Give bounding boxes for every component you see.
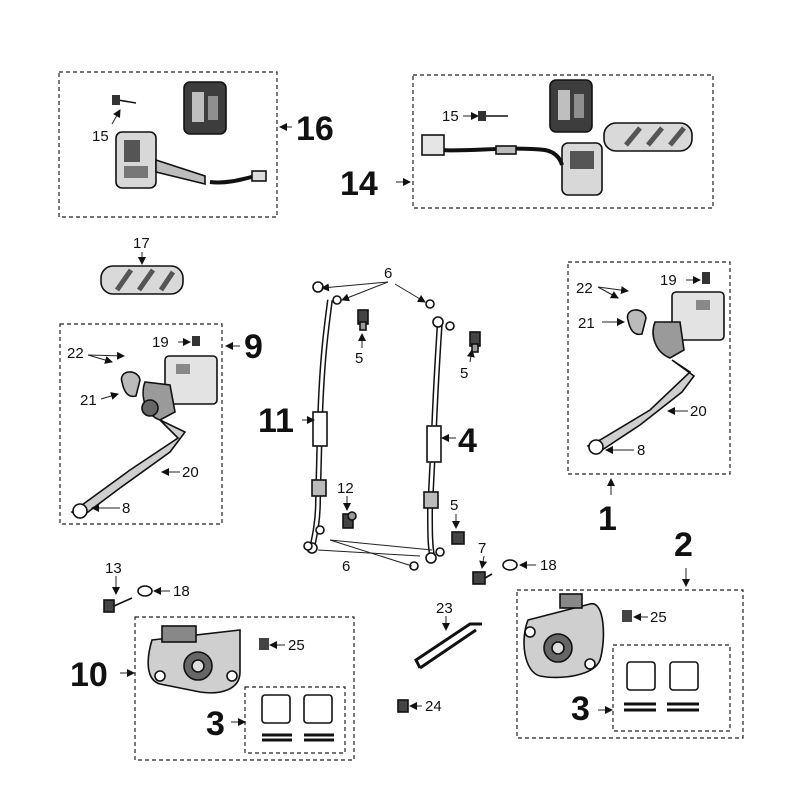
callout-5-c: 5 <box>450 497 458 514</box>
callout-12: 12 <box>337 480 354 497</box>
spring-clip-23-part <box>414 622 482 670</box>
washer-18-left <box>137 585 153 597</box>
callout-3-left: 3 <box>206 705 225 743</box>
group-box-2 <box>516 589 744 739</box>
group-box-16 <box>58 71 278 218</box>
callout-25-left: 25 <box>288 637 305 654</box>
callout-19-left: 19 <box>152 334 169 351</box>
callout-6-top: 6 <box>384 265 392 282</box>
master-cylinder-1-part <box>586 291 725 456</box>
callout-17: 17 <box>133 235 150 252</box>
banjo-bolt-5-b <box>469 331 481 353</box>
callout-18-left: 18 <box>173 583 190 600</box>
brake-pads-3-right <box>624 661 699 712</box>
callout-2: 2 <box>674 526 693 564</box>
brake-hose-4-part <box>423 316 444 564</box>
callout-22-right: 22 <box>576 280 593 297</box>
callout-3-right: 3 <box>571 690 590 728</box>
washer-6-top <box>332 295 455 331</box>
washer-6-bottom <box>303 525 445 571</box>
callout-9: 9 <box>244 328 263 366</box>
screw-24-part <box>397 699 409 713</box>
callout-14: 14 <box>340 165 378 203</box>
callout-8-right: 8 <box>637 442 645 459</box>
bleed-screw-25-right <box>622 610 632 622</box>
group-box-9 <box>59 323 223 525</box>
group-box-1 <box>567 261 731 475</box>
banjo-bolt-5-a <box>357 309 369 331</box>
callout-16: 16 <box>296 110 334 148</box>
callout-21-right: 21 <box>578 315 595 332</box>
callout-18-right: 18 <box>540 557 557 574</box>
switch-housing-16-part <box>115 81 267 189</box>
callout-10: 10 <box>70 656 108 694</box>
callout-6-bottom: 6 <box>342 558 350 575</box>
callout-21-left: 21 <box>80 392 97 409</box>
group-box-14 <box>412 74 714 209</box>
group-box-10 <box>134 616 355 761</box>
callout-8-left: 8 <box>122 500 130 517</box>
clamp-21-left <box>120 371 141 398</box>
callout-5-b: 5 <box>460 365 468 382</box>
brake-hose-11-part <box>306 281 333 554</box>
callout-19-right: 19 <box>660 272 677 289</box>
screw-15-right <box>478 111 508 121</box>
clamp-21-right <box>626 309 647 336</box>
bleed-screw-12-part <box>342 511 357 529</box>
brake-caliper-2-part <box>523 593 605 679</box>
throttle-grip-part <box>603 122 693 152</box>
callout-24: 24 <box>425 698 442 715</box>
brake-pads-3-left <box>261 694 334 742</box>
washer-18-right <box>502 559 518 571</box>
callout-1: 1 <box>598 500 617 538</box>
screw-15-left <box>112 95 137 105</box>
group-box-3-left <box>244 686 346 754</box>
callout-13: 13 <box>105 560 122 577</box>
callout-15-left: 15 <box>92 128 109 145</box>
callout-20-right: 20 <box>690 403 707 420</box>
callout-25-right: 25 <box>650 609 667 626</box>
callout-4: 4 <box>458 422 477 460</box>
grip-17-part <box>100 265 184 295</box>
brake-caliper-10-part <box>147 625 241 694</box>
master-cylinder-9-part <box>70 355 218 519</box>
callout-5-a: 5 <box>355 350 363 367</box>
switch-housing-14-part <box>421 79 603 196</box>
callout-20-left: 20 <box>182 464 199 481</box>
callout-23: 23 <box>436 600 453 617</box>
callout-22-left: 22 <box>67 345 84 362</box>
callout-11: 11 <box>258 402 294 440</box>
bolt-13-part <box>103 597 133 613</box>
callout-7: 7 <box>478 540 486 557</box>
group-box-3-right <box>612 644 731 732</box>
screw-19-right <box>702 272 710 284</box>
bleed-screw-25-left <box>259 638 269 650</box>
screw-19-left <box>192 336 200 346</box>
callout-15-right: 15 <box>442 108 459 125</box>
banjo-bolt-5-c <box>451 531 465 545</box>
bolt-7-part <box>472 571 493 585</box>
